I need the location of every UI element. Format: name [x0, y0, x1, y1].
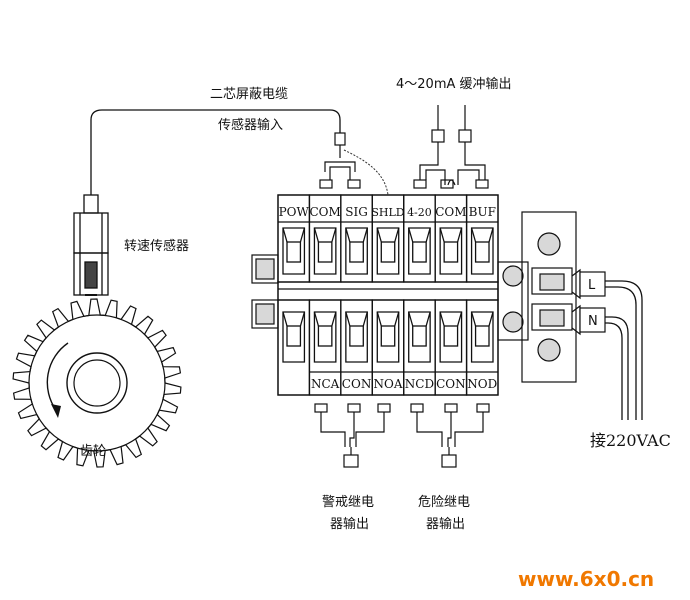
top-terminal-label: SIG — [345, 205, 368, 219]
current-output-label: 4～20mA 缓冲输出 — [396, 76, 512, 92]
power-wires — [605, 280, 643, 420]
alarm-relay-wiring — [314, 403, 391, 468]
bottom-terminal-label: CON — [436, 377, 466, 391]
live-label: L — [588, 278, 596, 293]
top-terminal-slot — [308, 194, 342, 283]
top-terminal-label: POW — [279, 205, 310, 219]
gear — [12, 298, 182, 468]
top-terminal-label: COM — [435, 205, 466, 219]
left-screws — [251, 254, 279, 329]
sensor-input-label: 传感器输入 — [218, 117, 283, 133]
sensor-cable — [90, 109, 341, 195]
bottom-terminal-label: NOA — [373, 377, 402, 391]
gear-teeth — [12, 298, 182, 468]
bottom-terminal-slot — [465, 299, 499, 396]
bottom-terminal-label: CON — [342, 377, 372, 391]
alarm-relay-label-1: 警戒继电 — [322, 494, 374, 510]
bottom-terminal-label: NCA — [311, 377, 340, 391]
sensor-cable-entry — [83, 194, 99, 214]
top-terminal-label: BUF — [469, 205, 496, 219]
speed-sensor — [73, 194, 109, 296]
bottom-terminal-slot — [277, 299, 311, 396]
shield-wire — [343, 149, 389, 196]
top-terminal-label: COM — [309, 205, 340, 219]
power-label: 接220VAC — [590, 431, 671, 450]
sensor-body-upper — [73, 212, 109, 254]
sensor-connector — [319, 132, 361, 189]
sensor-coil — [84, 261, 98, 289]
power-module — [497, 211, 606, 383]
alarm-relay-label-2: 器输出 — [330, 516, 369, 532]
gear-hub-inner — [73, 359, 121, 407]
top-terminal-label: SHLD — [371, 206, 404, 219]
rotation-arrow-arc — [46, 342, 69, 411]
gear-hub-outer — [66, 352, 128, 414]
bottom-terminal-label: NOD — [467, 377, 497, 391]
danger-relay-label-2: 器输出 — [426, 516, 465, 532]
current-output-connectors — [413, 105, 489, 189]
top-terminal-slot — [465, 194, 499, 283]
watermark: www.6x0.cn — [518, 567, 654, 591]
neutral-label: N — [588, 314, 598, 329]
rotation-arrow-head — [51, 404, 61, 418]
gear-root-circle — [28, 314, 166, 452]
gear-label: 齿轮 — [80, 444, 106, 459]
cable-label: 二芯屏蔽电缆 — [210, 86, 288, 102]
danger-relay-label-1: 危险继电 — [418, 495, 470, 510]
top-terminal-label: 4-20 — [407, 206, 432, 219]
danger-relay-wiring — [410, 403, 490, 468]
bottom-terminal-label: NCD — [405, 377, 434, 391]
terminal-block — [277, 194, 499, 396]
sensor-label: 转速传感器 — [124, 238, 189, 254]
